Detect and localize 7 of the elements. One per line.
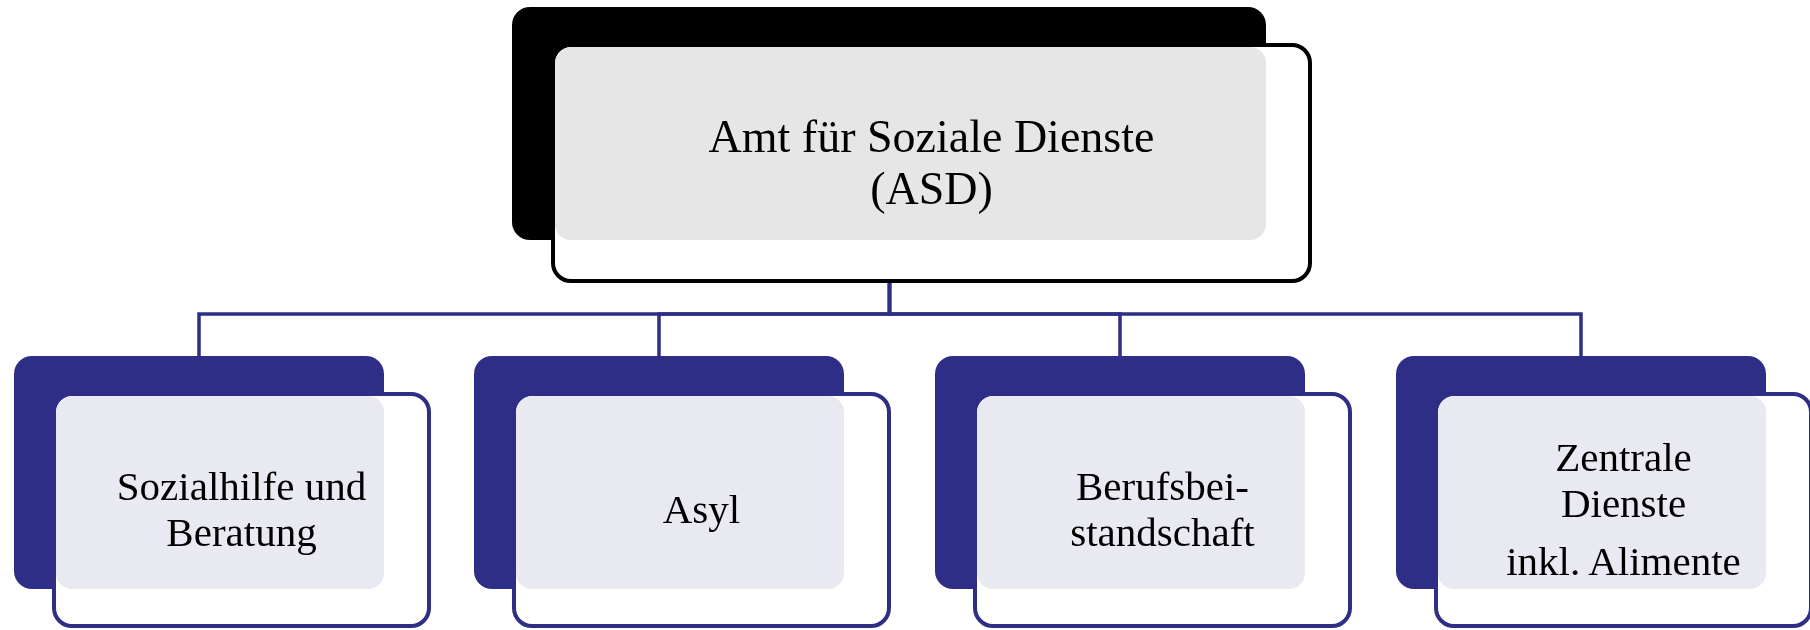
unit-name: Sozialhilfe und Beratung — [115, 464, 368, 556]
unit-name: Amt für Soziale Dienste (ASD) — [707, 111, 1156, 215]
unit-name: Zentrale Dienste — [1554, 435, 1693, 527]
unit-name: Berufsbei- standschaft — [1069, 464, 1256, 556]
connector-line — [887, 283, 1583, 356]
unit-name: Asyl — [662, 487, 741, 533]
unit-name: inkl. Alimente — [1506, 538, 1741, 585]
